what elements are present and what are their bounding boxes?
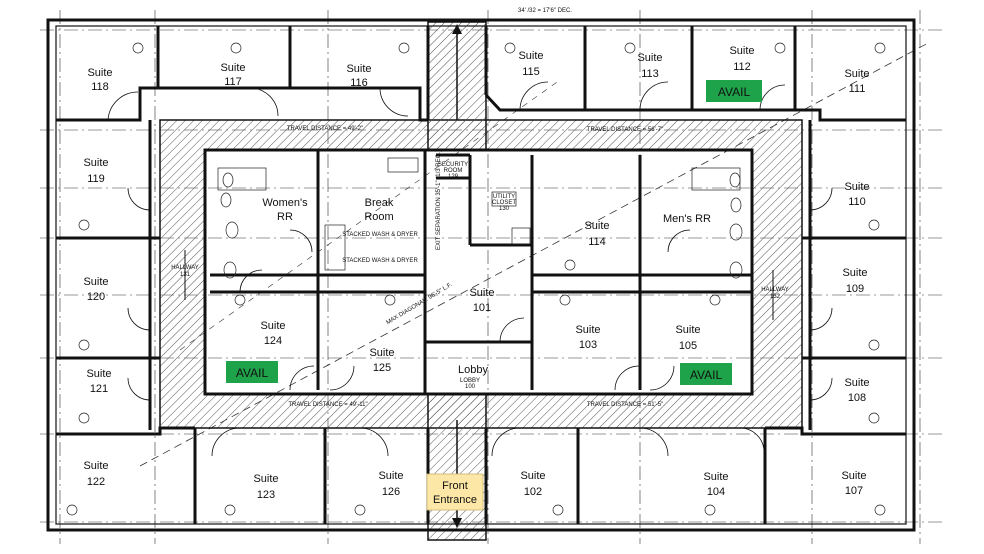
column-markers — [66, 42, 886, 516]
mens-rr-label: Men's RR — [663, 213, 711, 225]
top-row-walls — [56, 26, 906, 122]
avail-badge-105: AVAIL — [680, 363, 732, 385]
travel-distance-bottom-left: TRAVEL DISTANCE = 49'-11" — [288, 402, 367, 408]
core-interior-walls — [210, 150, 752, 394]
lobby-label: Lobby — [458, 364, 488, 376]
travel-distance-bottom-right: TRAVEL DISTANCE = 51'-5" — [587, 402, 663, 408]
avail-badge-124: AVAIL — [226, 361, 278, 383]
outer-wall-inner — [55, 25, 907, 525]
door-swings — [107, 81, 833, 457]
washer-dryer-label-2: STACKED WASH & DRYER — [342, 258, 418, 264]
avail-badge-112: AVAIL — [706, 80, 762, 102]
svg-text:AVAIL: AVAIL — [236, 366, 269, 380]
corridor-arrows — [184, 24, 774, 528]
outer-wall — [46, 18, 916, 532]
travel-distance-top-left: TRAVEL DISTANCE = 49'-2" — [287, 126, 363, 132]
svg-text:AVAIL: AVAIL — [690, 368, 723, 382]
top-dimension-label: 34' /32 = 17'6" DEC. — [518, 8, 572, 14]
exit-separation-label: EXIT SEPARATION 35'-1" (1/3 REQ.) — [436, 150, 442, 250]
max-diagonal-label: MAX DIAGONAL: 96'-5" L.F. — [386, 282, 454, 326]
washer-dryer-label-1: STACKED WASH & DRYER — [342, 232, 418, 238]
restroom-fixtures — [217, 157, 743, 279]
travel-distance-top-right: TRAVEL DISTANCE = 56'-7" — [587, 127, 663, 133]
core-wall — [203, 148, 754, 396]
corridor — [159, 21, 803, 541]
svg-text:AVAIL: AVAIL — [718, 85, 751, 99]
